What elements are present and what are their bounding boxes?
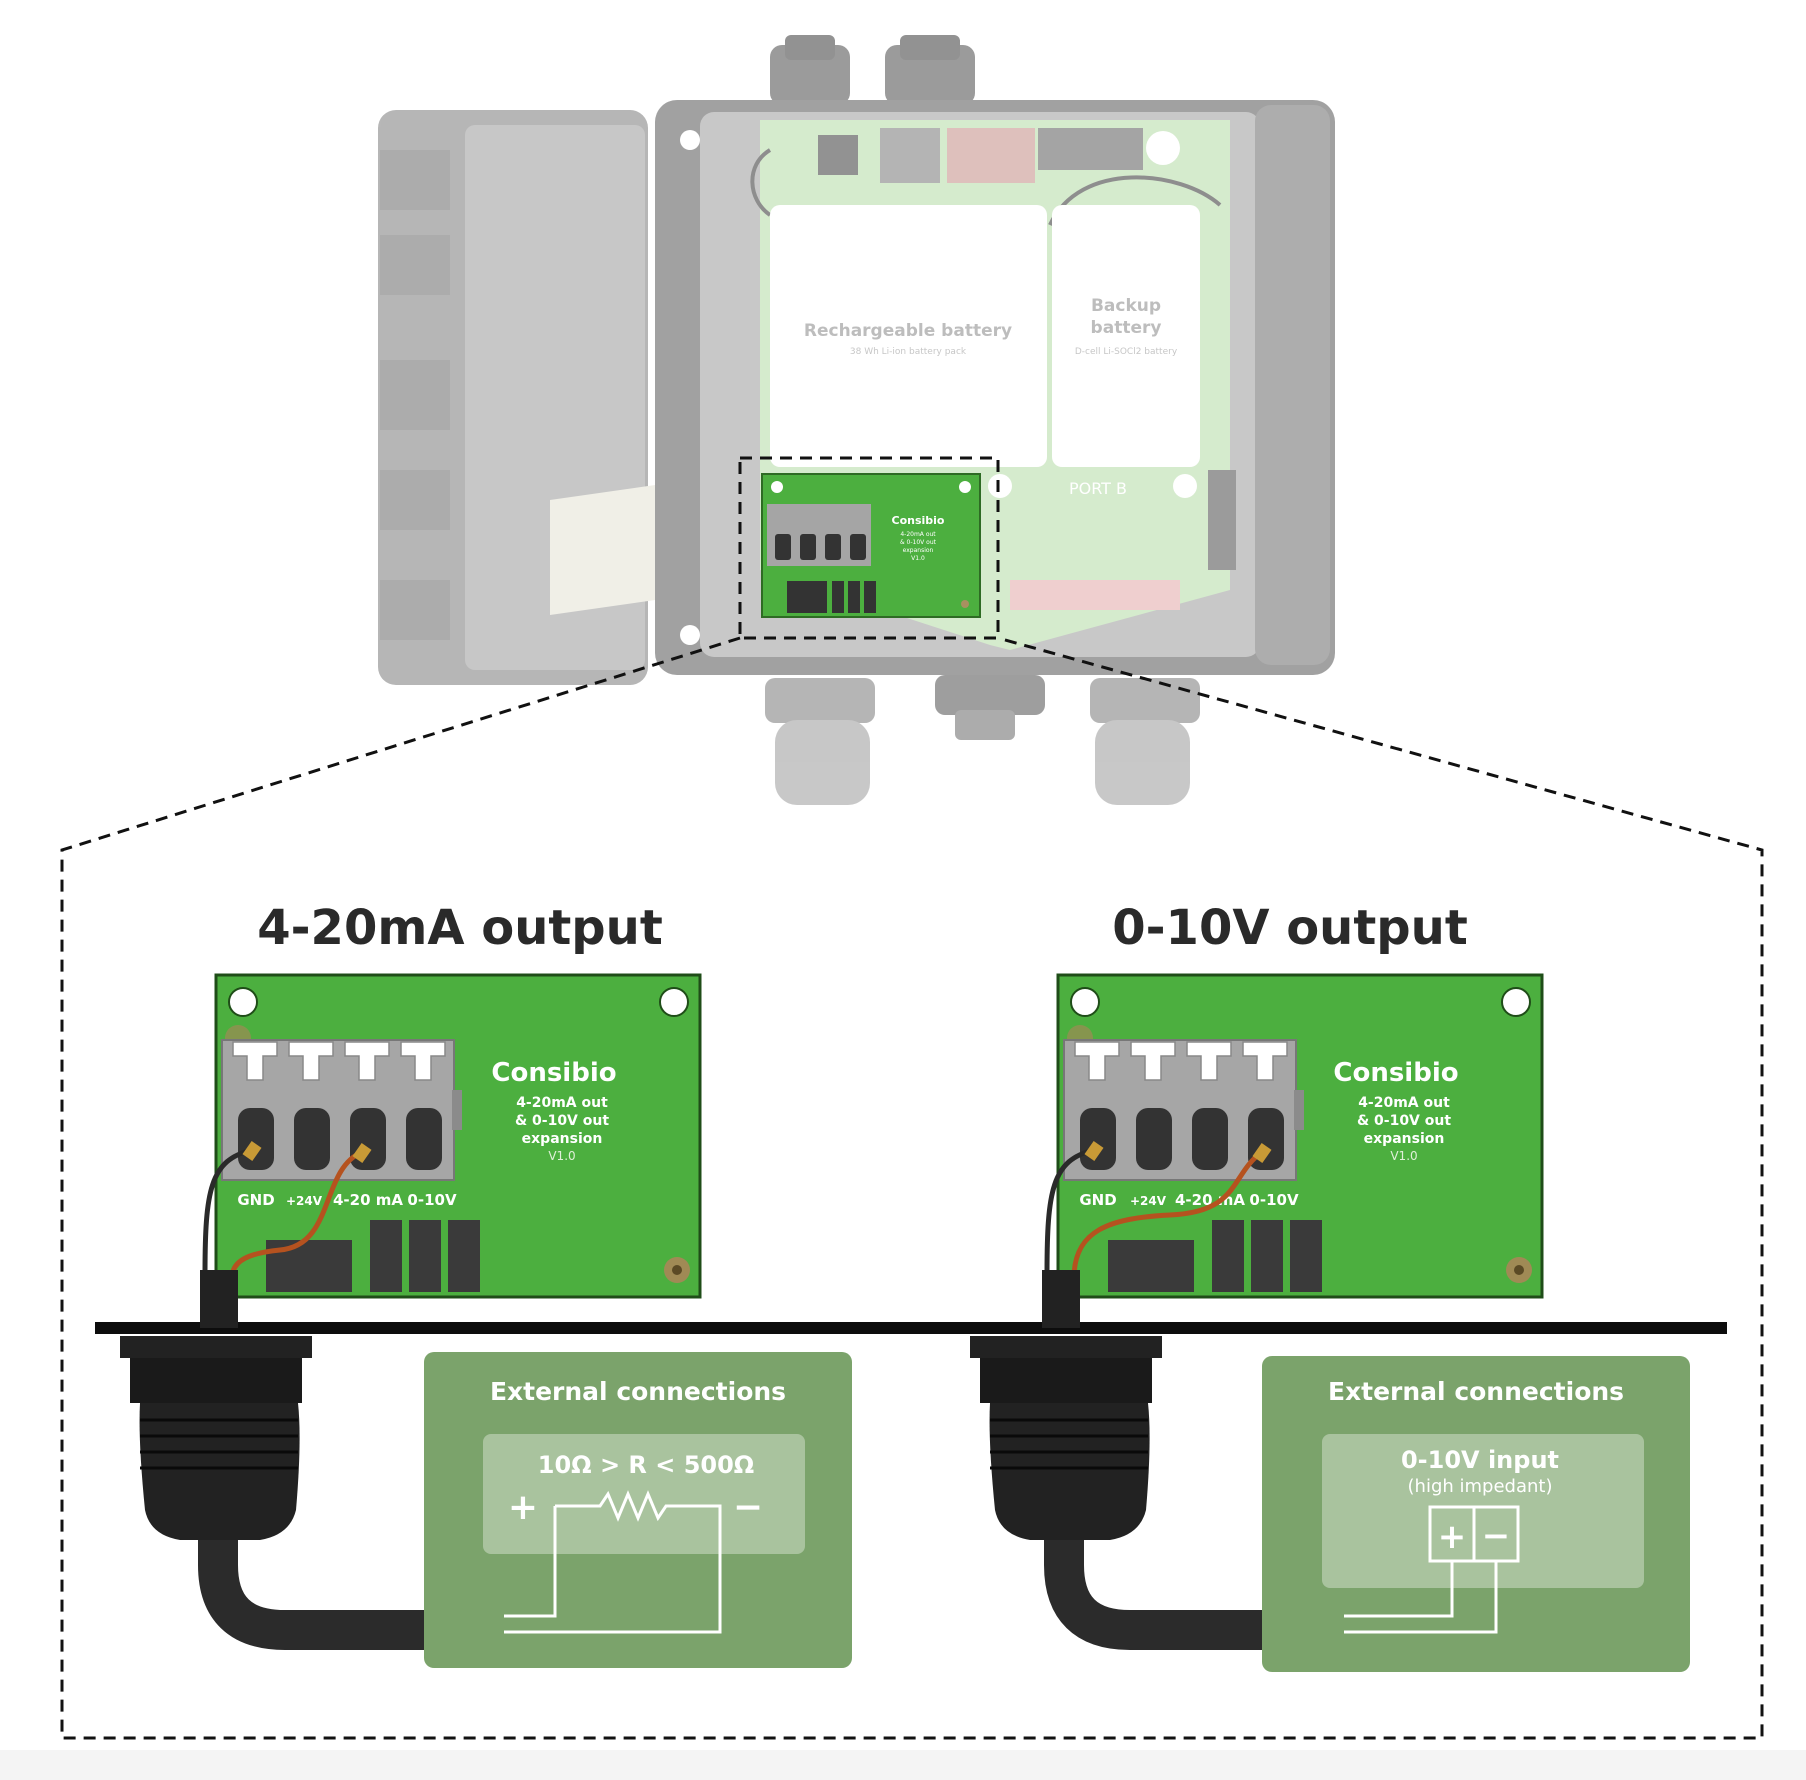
zoom-callout-outline [60, 636, 1764, 1740]
external-connections-0-10v: External connections 0-10V input (high i… [1262, 1356, 1690, 1672]
load-label: 10Ω > R < 500Ω [538, 1451, 754, 1479]
port-b-label: PORT B [1069, 479, 1127, 498]
component-diode [370, 1220, 402, 1292]
cable-gland [139, 1403, 300, 1540]
resistor-lead [504, 1506, 557, 1618]
backup-battery-line2: battery [1091, 318, 1162, 338]
footer-strip [0, 1750, 1806, 1780]
mounting-hole [228, 987, 258, 1017]
terminal-label-24v: +24V [286, 1194, 323, 1208]
enclosure-expansion-board: Consibio 4-20mA out & 0-10V out expansio… [761, 473, 981, 618]
minus-sign: − [1482, 1516, 1511, 1556]
board-brand: Consibio [491, 1058, 616, 1088]
mini-brand: Consibio [892, 514, 945, 527]
terminal-socket [350, 1108, 386, 1170]
external-box [424, 1352, 852, 1668]
minus-sign: − [733, 1487, 763, 1528]
wire-black [1044, 1147, 1095, 1276]
backup-battery-sub: D-cell Li-SOCl2 battery [1075, 347, 1178, 357]
load-box [483, 1434, 805, 1554]
board-line1: 4-20mA out [1358, 1095, 1450, 1111]
terminal-label-4-20ma: 4-20 mA [333, 1191, 403, 1209]
wire-black [202, 1147, 253, 1276]
wire-brown [1071, 1149, 1264, 1279]
external-box [1262, 1356, 1690, 1672]
mounting-hole [1070, 987, 1100, 1017]
mounting-hole [659, 987, 689, 1017]
board-line2: & 0-10V out [1357, 1113, 1451, 1129]
cable [198, 1540, 450, 1650]
wire-brown [229, 1149, 364, 1279]
mini-line1: 4-20mA out [900, 531, 936, 538]
mini-version: V1.0 [911, 555, 925, 562]
top-connector-left [770, 45, 850, 105]
mini-line3: expansion [903, 547, 934, 554]
input-title: 0-10V input [1401, 1446, 1559, 1474]
component-diode [409, 1220, 441, 1292]
terminal-socket [1136, 1108, 1172, 1170]
rechargeable-battery [770, 205, 1047, 467]
board-0-10v: GND +24V 4-20 mA 0-10V Consibio 4-20mA o… [1056, 973, 1544, 1299]
rechargeable-battery-title: Rechargeable battery [804, 321, 1012, 341]
mounting-hole [1501, 987, 1531, 1017]
component-inductor [1108, 1240, 1194, 1292]
component-diode [448, 1220, 480, 1292]
terminal-label-0-10v: 0-10V [407, 1191, 457, 1209]
panel-title-4-20ma: 4-20mA output [257, 900, 663, 956]
board-brand: Consibio [1333, 1058, 1458, 1088]
terminal-socket [238, 1108, 274, 1170]
board-line2: & 0-10V out [515, 1113, 609, 1129]
component-diode [1212, 1220, 1244, 1292]
board-version: V1.0 [1390, 1149, 1417, 1163]
zoom-highlight [738, 456, 1000, 640]
pin-header [1010, 580, 1180, 610]
bottom-gland-right [1095, 720, 1190, 805]
board-line3: expansion [1364, 1131, 1445, 1147]
mini-line2: & 0-10V out [900, 539, 937, 546]
plus-sign: + [508, 1487, 538, 1528]
cable [1044, 1540, 1290, 1650]
backup-battery [1052, 205, 1200, 467]
cable-gland-nut [120, 1336, 312, 1358]
enclosure-wall [95, 1322, 1727, 1334]
terminal-label-gnd: GND [237, 1191, 274, 1209]
board-line3: expansion [522, 1131, 603, 1147]
backup-battery-line1: Backup [1091, 296, 1161, 316]
external-connections-4-20ma: External connections 10Ω > R < 500Ω + − [424, 1352, 852, 1668]
board-version: V1.0 [548, 1149, 575, 1163]
terminal-socket [294, 1108, 330, 1170]
panel-title-0-10v: 0-10V output [1112, 900, 1468, 956]
component-diode [1251, 1220, 1283, 1292]
cable-entry [200, 1270, 238, 1328]
terminal-label-gnd: GND [1079, 1191, 1116, 1209]
terminal-label-0-10v: 0-10V [1249, 1191, 1299, 1209]
terminal-label-24v: +24V [1130, 1194, 1167, 1208]
cable-gland-nut [970, 1336, 1162, 1358]
plus-sign: + [1438, 1517, 1467, 1557]
bottom-connector-middle [955, 710, 1015, 740]
input-lead-plus [1344, 1561, 1454, 1618]
cable-gland [989, 1403, 1150, 1540]
bottom-gland-left [775, 720, 870, 805]
terminal-socket [1080, 1108, 1116, 1170]
input-sub: (high impedant) [1408, 1476, 1553, 1497]
enclosure: Rechargeable battery 38 Wh Li-ion batter… [378, 35, 1335, 805]
terminal-socket [1192, 1108, 1228, 1170]
board-line1: 4-20mA out [516, 1095, 608, 1111]
terminal-socket [406, 1108, 442, 1170]
rechargeable-battery-sub: 38 Wh Li-ion battery pack [850, 347, 967, 357]
external-title: External connections [1328, 1377, 1624, 1406]
component-diode [1290, 1220, 1322, 1292]
input-lead-minus [1344, 1561, 1498, 1634]
external-title: External connections [490, 1377, 786, 1406]
cable-entry [1042, 1270, 1080, 1328]
resistor-circuit [504, 1490, 722, 1634]
input-box [1322, 1434, 1644, 1588]
